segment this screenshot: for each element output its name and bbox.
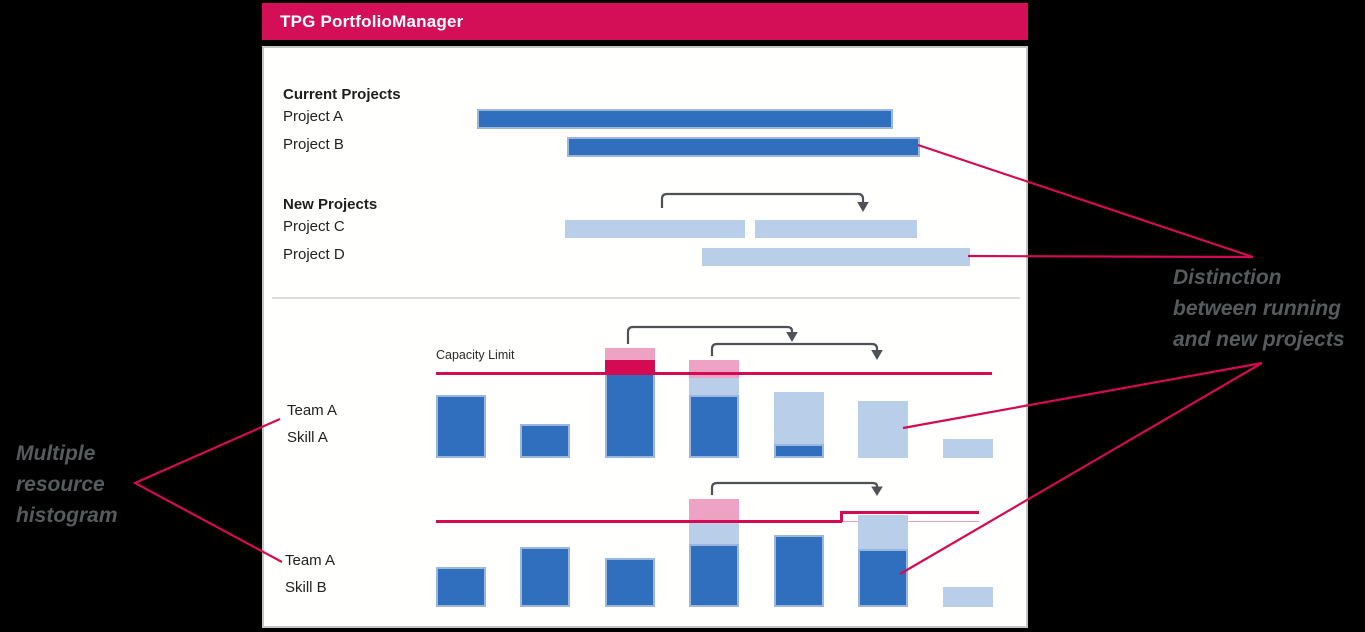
histogram-segment-new [858,401,908,458]
histogram-column[interactable] [689,499,739,607]
gantt-bar-new[interactable] [755,220,917,238]
section-heading: Current Projects [283,86,401,103]
histogram-segment-running [689,395,739,458]
histogram-segment-overload [689,360,739,378]
team-name: Team A [285,552,336,569]
histogram-segment-new [689,378,739,395]
annotation-line: Multiple [16,442,96,465]
histogram-column[interactable] [520,547,570,607]
histogram-segment-running [858,549,908,607]
histogram-segment-running [520,424,570,458]
annotation-multiple-resource-histogram: Multiple resource histogram [16,438,118,531]
team-a-skill-b-label: Team A Skill B [285,547,335,601]
skill-name: Skill A [287,429,328,446]
skill-name: Skill B [285,579,327,596]
histogram-segment-overload [689,499,739,520]
annotation-line: resource [16,473,105,496]
histogram-column[interactable] [436,567,486,607]
capacity-limit-label: Capacity Limit [436,348,515,362]
callout-line-left [132,417,283,563]
histogram-column[interactable] [605,558,655,607]
annotation-line: histogram [16,504,118,527]
histogram-column[interactable] [520,424,570,458]
histogram-segment-running [689,544,739,607]
histogram-column[interactable] [943,439,993,458]
histogram-segment-overload-deep [605,360,655,373]
capacity-line-skill-a [436,372,992,375]
section-divider [272,297,1020,299]
histogram-segment-running [774,535,824,607]
gantt-row-label: Project C [283,218,345,235]
annotation-line: between running [1173,297,1341,320]
histogram-segment-new [689,520,739,544]
histogram-segment-running [436,567,486,607]
histogram-segment-new [943,587,993,607]
histogram-column[interactable] [605,348,655,458]
histogram-column[interactable] [774,392,824,458]
histogram-segment-running [436,395,486,458]
histogram-column[interactable] [858,401,908,458]
histogram-column[interactable] [689,360,739,458]
team-name: Team A [287,402,338,419]
annotation-line: and new projects [1173,328,1345,351]
capacity-line-skill-b [436,520,842,523]
histogram-segment-overload [605,348,655,360]
gantt-bar-running[interactable] [477,109,893,129]
annotation-line: Distinction [1173,266,1282,289]
gantt-bar-new[interactable] [702,248,970,266]
window-title: TPG PortfolioManager [280,11,464,31]
gantt-row-label: Project B [283,136,344,153]
histogram-segment-new [858,515,908,549]
section-heading: New Projects [283,196,378,213]
histogram-column[interactable] [774,535,824,607]
histogram-segment-running [520,547,570,607]
histogram-segment-new [943,439,993,458]
histogram-segment-running [605,558,655,607]
window-title-bar: TPG PortfolioManager [262,3,1028,40]
histogram-segment-running [774,444,824,458]
histogram-column[interactable] [436,395,486,458]
histogram-segment-new [774,392,824,444]
capacity-line-skill-b-raised [840,511,979,514]
capacity-line-step [840,511,843,522]
gantt-bar-new[interactable] [565,220,745,238]
histogram-column[interactable] [858,515,908,607]
team-a-skill-a-label: Team A Skill A [287,397,337,451]
gantt-row-label: Project D [283,246,345,263]
gantt-bar-running[interactable] [567,137,920,157]
annotation-distinction-projects: Distinction between running and new proj… [1173,262,1345,355]
histogram-column[interactable] [943,587,993,607]
histogram-segment-running [605,373,655,458]
gantt-row-label: Project A [283,108,344,125]
